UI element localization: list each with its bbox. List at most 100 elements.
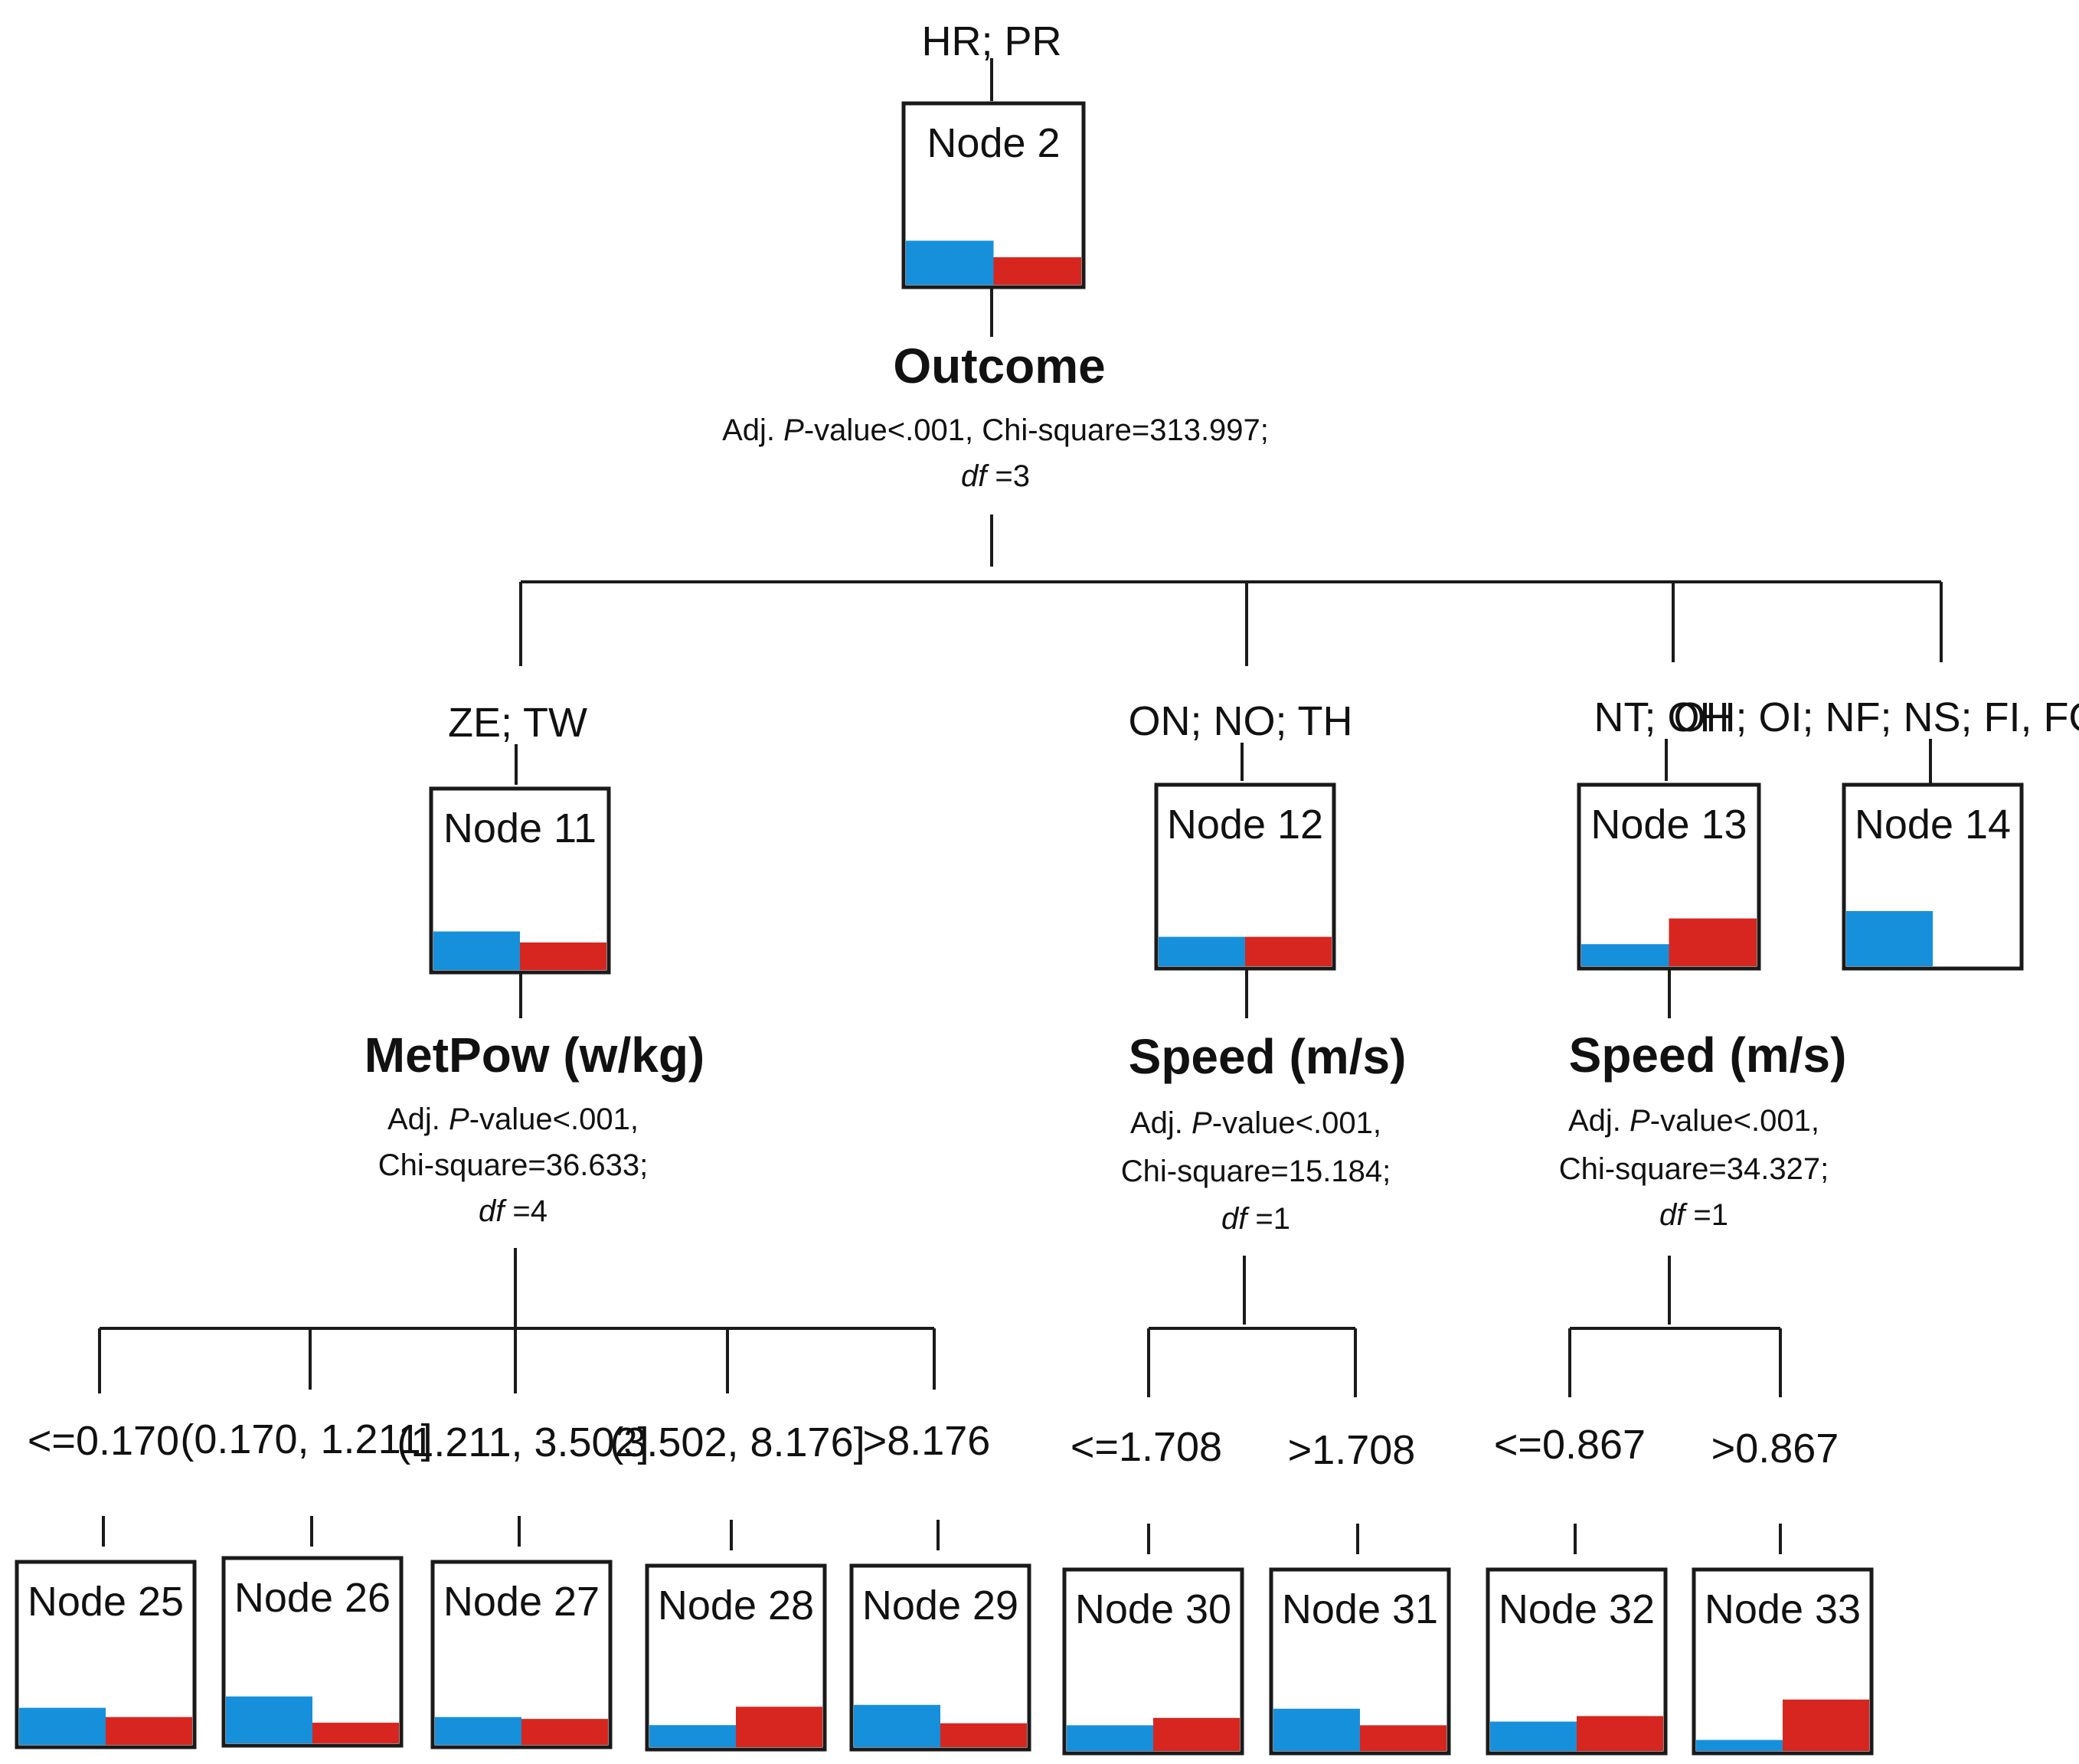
branch-condition-node-25: <=0.170 <box>28 1418 179 1464</box>
class-a-bar <box>1273 1708 1360 1751</box>
class-a-bar <box>1581 944 1669 966</box>
class-a-bar <box>649 1725 736 1747</box>
stat-p-italic: P <box>449 1102 469 1136</box>
split-node-13: Speed (m/s) Adj. P-value<.001, Chi-squar… <box>1559 1027 1847 1232</box>
df-value: =1 <box>1247 1202 1290 1236</box>
node-frame <box>221 1556 404 1748</box>
node-11: Node 11 <box>429 786 611 975</box>
class-a-bar <box>19 1707 106 1745</box>
node-label: Node 32 <box>1499 1586 1655 1632</box>
stat-prefix: Adj. <box>387 1102 449 1136</box>
split-df: df =3 <box>961 459 1030 493</box>
df-label: df <box>1221 1202 1250 1236</box>
class-a-bar <box>1159 936 1245 966</box>
node-frame <box>1577 782 1761 971</box>
branch-condition-node-28: (3.502, 8.176] <box>610 1419 865 1465</box>
node-label: Node 28 <box>658 1583 814 1628</box>
stat-suffix: -value<.001, <box>1650 1104 1819 1138</box>
branch-condition-node-29: >8.176 <box>863 1418 991 1464</box>
class-b-bar <box>521 1719 608 1745</box>
split-pvalue: Adj. P-value<.001, <box>387 1102 639 1136</box>
node-31: Node 31 <box>1269 1567 1451 1756</box>
branch-condition-node-11: ZE; TW <box>448 700 587 746</box>
class-a-bar <box>1696 1740 1783 1751</box>
df-value: =1 <box>1685 1198 1728 1232</box>
stat-suffix: -value<.001, <box>1212 1106 1381 1140</box>
node-frame <box>901 101 1086 289</box>
node-27: Node 27 <box>430 1560 613 1749</box>
node-label: Node 2 <box>927 120 1060 166</box>
df-label: df <box>961 459 989 493</box>
split-df: df =1 <box>1221 1202 1290 1236</box>
node-label: Node 29 <box>862 1583 1018 1628</box>
node-label: Node 14 <box>1855 802 2011 848</box>
branch-conditions: HR; PR ZE; TW ON; NO; TH NT; OH OH; OI; … <box>28 18 2079 1473</box>
split-chisquare: Chi-square=34.327; <box>1559 1152 1829 1186</box>
stat-p-italic: P <box>1630 1104 1650 1138</box>
node-12: Node 12 <box>1154 782 1336 971</box>
stat-p-italic: P <box>1192 1106 1212 1140</box>
df-value: =3 <box>986 459 1030 493</box>
df-value: =4 <box>504 1194 548 1228</box>
node-frame <box>1486 1567 1668 1756</box>
node-30: Node 30 <box>1062 1567 1244 1756</box>
node-13: Node 13 <box>1577 782 1761 971</box>
class-b-bar <box>1245 936 1332 966</box>
branch-condition-node-14: OH; OI; NF; NS; FI, FO, SI <box>1673 694 2079 740</box>
node-33: Node 33 <box>1692 1567 1874 1756</box>
split-node-12: Speed (m/s) Adj. P-value<.001, Chi-squar… <box>1121 1029 1407 1236</box>
class-b-bar <box>1360 1725 1446 1751</box>
branch-condition-node-27: (1.211, 3.502] <box>397 1419 649 1465</box>
node-frame <box>1269 1567 1451 1756</box>
class-a-bar <box>1067 1725 1153 1751</box>
node-frame <box>1692 1567 1874 1756</box>
stat-p-italic: P <box>783 413 804 447</box>
node-boxes: Node 2 Node 11 Node 12 Node 13 Node 14 Node 2… <box>15 101 2024 1756</box>
split-pvalue-chisquare: Adj. P-value<.001, Chi-square=313.997; <box>722 413 1269 447</box>
node-29: Node 29 <box>849 1563 1031 1752</box>
node-label: Node 31 <box>1282 1586 1438 1632</box>
class-b-bar <box>736 1707 822 1747</box>
branch-condition-node-26: (0.170, 1.211] <box>180 1416 432 1462</box>
split-variable: Outcome <box>893 338 1105 394</box>
node-frame <box>15 1560 197 1749</box>
class-a-bar <box>1490 1721 1577 1751</box>
node-frame <box>1842 782 2024 971</box>
node-label: Node 30 <box>1075 1586 1231 1632</box>
class-b-bar <box>1783 1699 1869 1751</box>
split-chisquare: Chi-square=36.633; <box>378 1148 648 1182</box>
node-2: Node 2 <box>901 101 1086 289</box>
node-28: Node 28 <box>645 1563 827 1752</box>
class-b-bar <box>106 1717 192 1745</box>
class-a-bar <box>435 1717 521 1745</box>
class-a-bar <box>1846 911 1933 966</box>
stat-prefix: Adj. <box>1130 1106 1192 1140</box>
node-frame <box>645 1563 827 1752</box>
split-df: df =4 <box>479 1194 548 1228</box>
stat-prefix: Adj. <box>1568 1104 1630 1138</box>
stat-prefix: Adj. <box>722 413 783 447</box>
class-b-bar <box>520 942 606 970</box>
class-b-bar <box>1669 918 1757 966</box>
split-pvalue: Adj. P-value<.001, <box>1130 1106 1381 1140</box>
split-variable: Speed (m/s) <box>1129 1029 1407 1084</box>
branch-condition-node-13: NT; OH <box>1594 694 1729 740</box>
node-label: Node 11 <box>443 805 597 851</box>
branch-condition-node-33: >0.867 <box>1711 1426 1839 1472</box>
stat-suffix: -value<.001, Chi-square=313.997; <box>804 413 1269 447</box>
node-label: Node 33 <box>1705 1586 1861 1632</box>
class-a-bar <box>854 1704 940 1747</box>
split-pvalue: Adj. P-value<.001, <box>1568 1104 1819 1138</box>
split-chisquare: Chi-square=15.184; <box>1121 1155 1391 1188</box>
class-b-bar <box>1153 1717 1240 1751</box>
df-label: df <box>479 1194 507 1228</box>
class-b-bar <box>993 257 1081 285</box>
node-14: Node 14 <box>1842 782 2024 971</box>
split-variable: MetPow (w/kg) <box>364 1027 704 1083</box>
class-a-bar <box>433 931 520 970</box>
df-label: df <box>1659 1198 1688 1232</box>
branch-condition-node-12: ON; NO; TH <box>1128 698 1352 744</box>
class-a-bar <box>906 240 994 285</box>
